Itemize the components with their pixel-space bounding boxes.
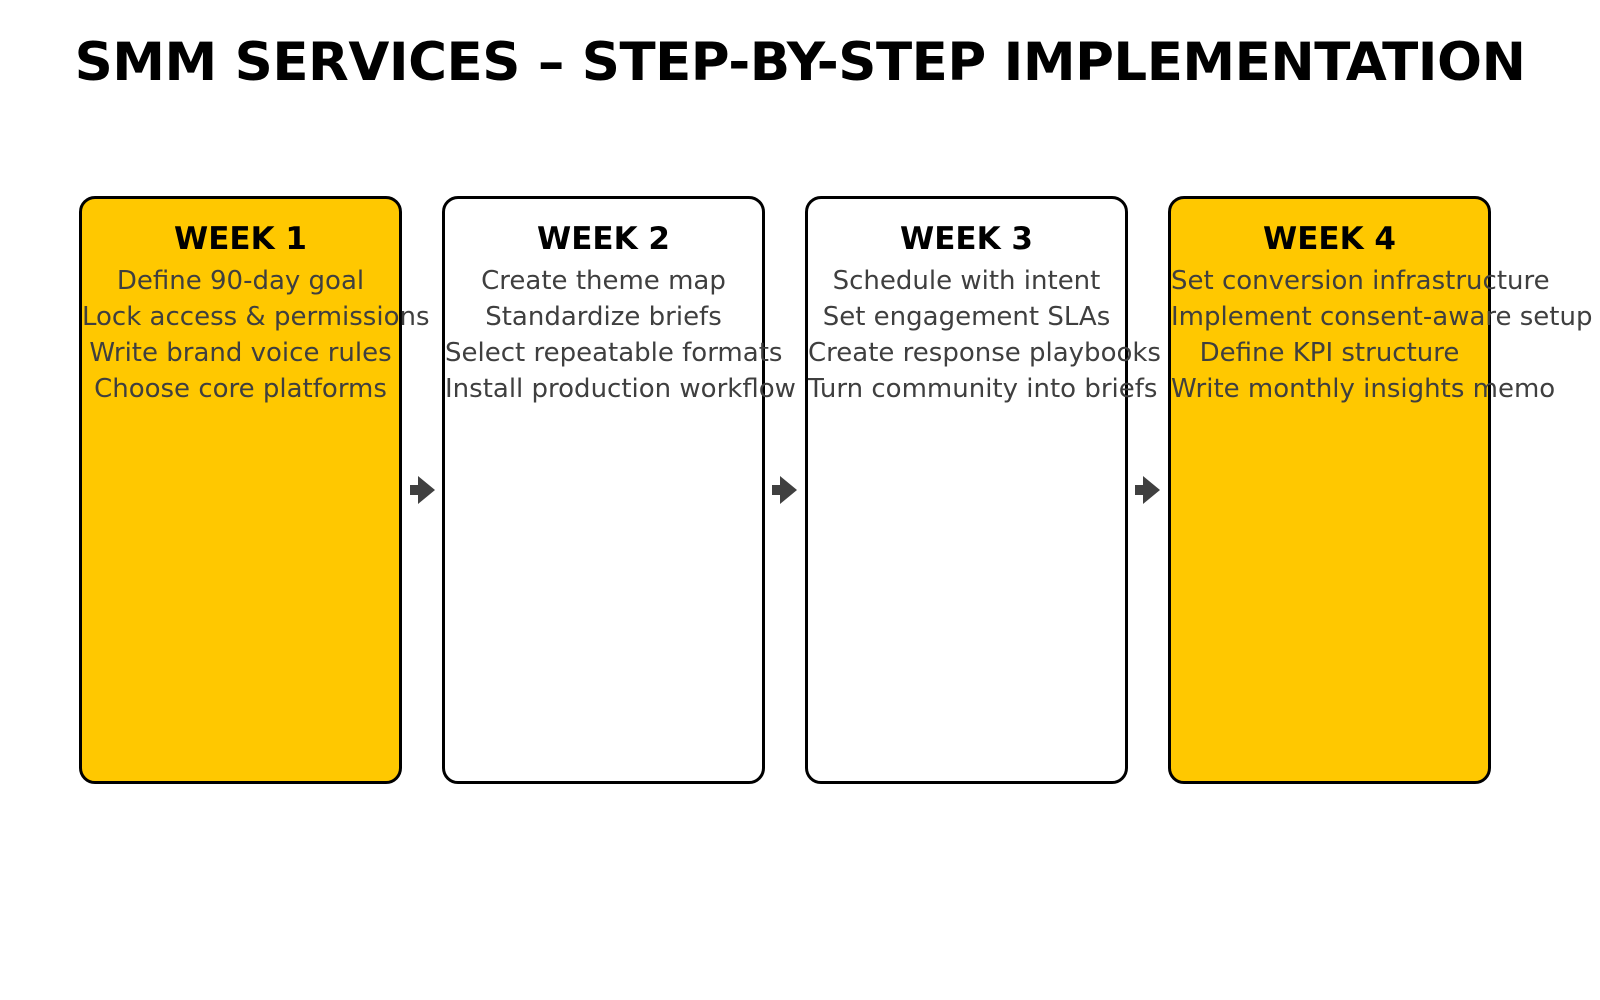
list-item: Write brand voice rules — [89, 338, 392, 368]
week-card-4-title: WEEK 4 — [1263, 221, 1396, 257]
week-card-1-title: WEEK 1 — [174, 221, 307, 257]
list-item: Choose core platforms — [94, 374, 387, 404]
list-item: Lock access & permissions — [82, 302, 430, 332]
week-card-2-content: WEEK 2 Create theme map Standardize brie… — [445, 199, 796, 407]
page-title: SMM SERVICES – STEP-BY-STEP IMPLEMENTATI… — [74, 32, 1526, 93]
week-card-2[interactable]: WEEK 2 Create theme map Standardize brie… — [442, 196, 796, 784]
week-card-1-task-list: Define 90-day goal Lock access & permiss… — [82, 263, 430, 407]
list-item: Write monthly insights memo — [1171, 374, 1556, 404]
week-card-3-title: WEEK 3 — [900, 221, 1033, 257]
list-item: Define KPI structure — [1199, 338, 1460, 368]
week-card-3-task-list: Schedule with intent Set engagement SLAs… — [808, 263, 1161, 407]
week-card-4-task-list: Set conversion infrastructure Implement … — [1171, 263, 1593, 407]
week-card-3[interactable]: WEEK 3 Schedule with intent Set engageme… — [805, 196, 1161, 784]
week-card-1[interactable]: WEEK 1 Define 90-day goal Lock access & … — [79, 196, 430, 784]
arrow-week2-to-week3 — [766, 472, 802, 508]
list-item: Standardize briefs — [485, 302, 722, 332]
arrow-right-icon — [410, 476, 435, 504]
arrow-right-icon — [772, 476, 797, 504]
arrow-right-icon — [1135, 476, 1160, 504]
list-item: Set engagement SLAs — [822, 302, 1111, 332]
week-card-3-content: WEEK 3 Schedule with intent Set engageme… — [808, 199, 1161, 407]
list-item: Implement consent-aware setup — [1171, 302, 1593, 332]
arrow-week1-to-week2 — [404, 472, 440, 508]
list-item: Set conversion infrastructure — [1171, 266, 1550, 296]
week-card-4-content: WEEK 4 Set conversion infrastructure Imp… — [1171, 199, 1593, 407]
list-item: Select repeatable formats — [445, 338, 783, 368]
arrow-week3-to-week4 — [1129, 472, 1165, 508]
list-item: Turn community into briefs — [808, 374, 1158, 404]
week-card-2-title: WEEK 2 — [537, 221, 670, 257]
week-card-2-task-list: Create theme map Standardize briefs Sele… — [445, 263, 796, 407]
list-item: Install production workflow — [445, 374, 796, 404]
list-item: Define 90-day goal — [116, 266, 365, 296]
list-item: Create response playbooks — [808, 338, 1161, 368]
list-item: Create theme map — [481, 266, 726, 296]
list-item: Schedule with intent — [832, 266, 1101, 296]
week-card-1-content: WEEK 1 Define 90-day goal Lock access & … — [82, 199, 430, 407]
week-card-4[interactable]: WEEK 4 Set conversion infrastructure Imp… — [1168, 196, 1593, 784]
